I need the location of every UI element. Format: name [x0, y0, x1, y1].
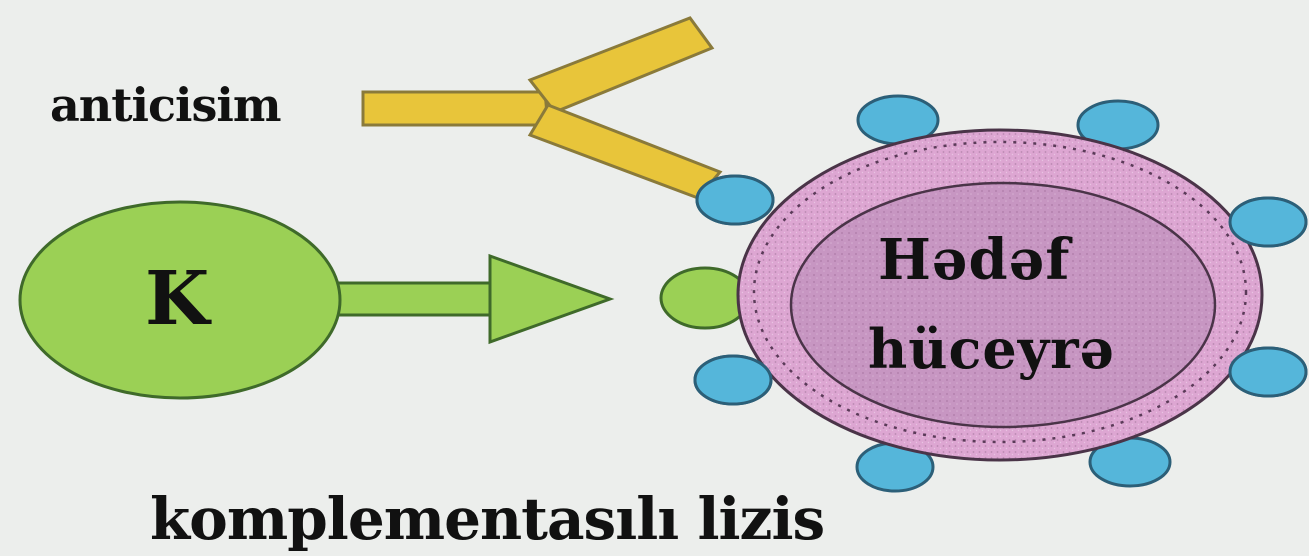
diagram-caption: komplementasılı lizis: [150, 490, 824, 548]
receptor-left-upper-front: [697, 176, 773, 224]
complement-arrow-head: [490, 256, 610, 342]
antibody-stem: [363, 92, 548, 125]
complement-letter: K: [145, 262, 209, 336]
receptor-left-lower-front: [695, 356, 771, 404]
complement-shape: [20, 202, 610, 398]
cell-title-line2: hüceyrə: [868, 322, 1115, 376]
antibody-lower-arm: [530, 105, 720, 198]
target-cell: [738, 130, 1262, 460]
target-cell-nucleus: [791, 183, 1215, 427]
cell-title-line1: Hədəf: [878, 232, 1070, 288]
bound-complement-icon: [661, 268, 749, 328]
receptor-right-lower-front: [1230, 348, 1306, 396]
complement-arrow-shaft: [325, 283, 500, 315]
antibody-label: anticisim: [50, 82, 281, 128]
antibody-upper-arm: [530, 18, 712, 112]
receptor-right-upper-front: [1230, 198, 1306, 246]
antibody-shape: [363, 18, 720, 198]
